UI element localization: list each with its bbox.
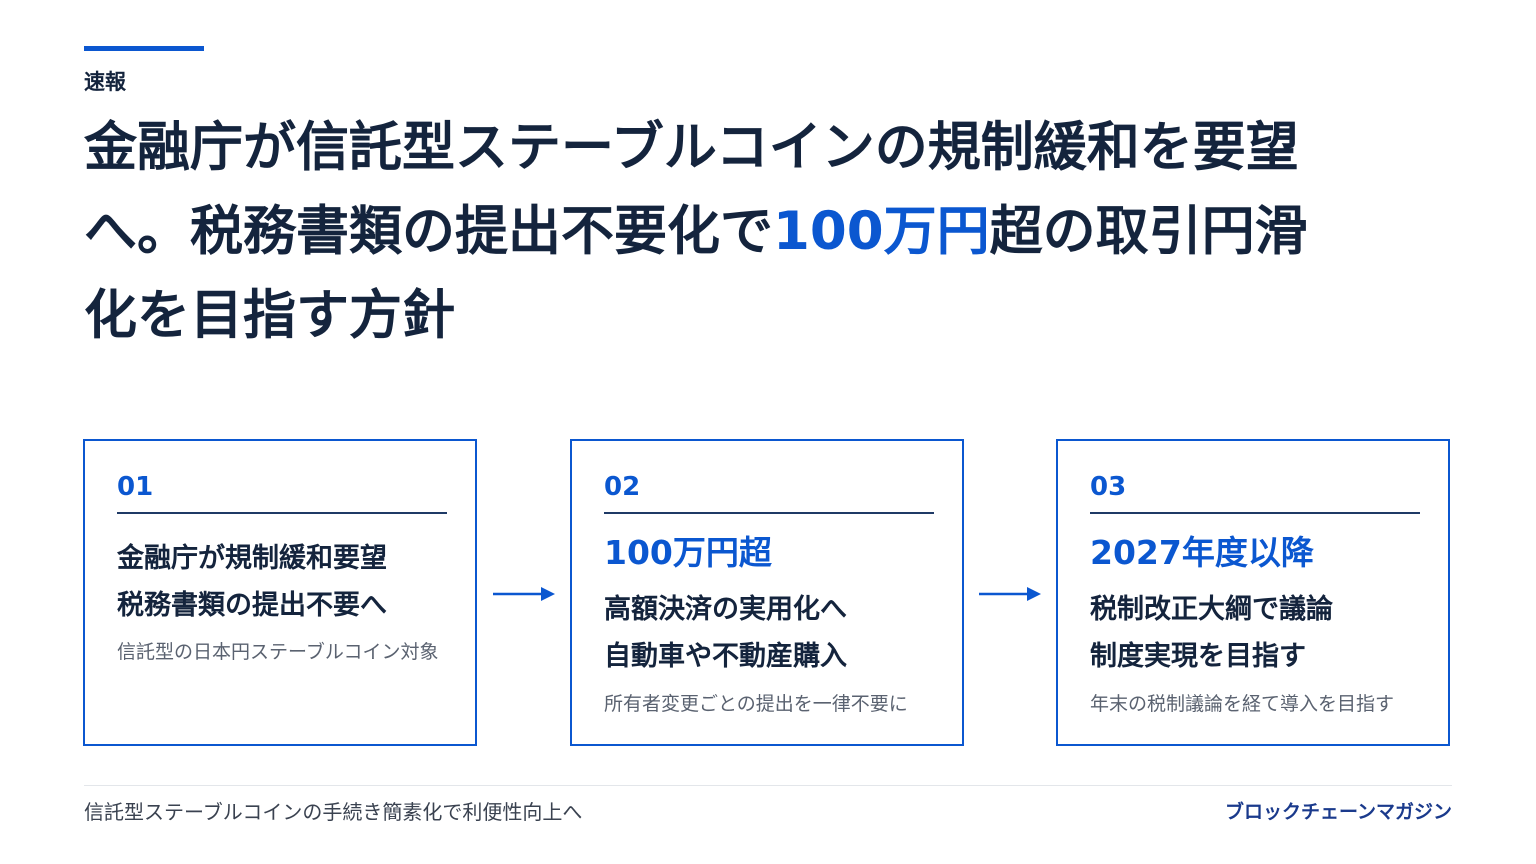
step-point: 税務書類の提出不要へ xyxy=(117,590,387,621)
step-highlight: 100万円超 xyxy=(604,533,772,572)
footer-divider xyxy=(84,785,1452,786)
step-number: 01 xyxy=(117,472,154,502)
headline: 金融庁が信託型ステーブルコインの規制緩和を要望へ。税務書類の提出不要化で100万… xyxy=(84,106,1344,358)
step-point: 自動車や不動産購入 xyxy=(604,641,847,672)
right-arrow-icon xyxy=(493,587,555,601)
step-point: 制度実現を目指す xyxy=(1090,641,1306,672)
card-divider xyxy=(604,512,934,514)
step-note: 所有者変更ごとの提出を一律不要に xyxy=(604,693,908,715)
step-point: 税制改正大綱で議論 xyxy=(1090,594,1333,625)
headline-text: 金融庁が信託型ステーブルコインの規制緩和を要望へ。税務書類の提出不要化で xyxy=(84,117,1299,262)
card-divider xyxy=(117,512,447,514)
step-point: 金融庁が規制緩和要望 xyxy=(117,543,387,574)
step-number: 02 xyxy=(604,472,641,502)
step-card-1: 01 金融庁が規制緩和要望 税務書類の提出不要へ 信託型の日本円ステーブルコイン… xyxy=(83,439,477,746)
step-point: 高額決済の実用化へ xyxy=(604,594,847,625)
card-divider xyxy=(1090,512,1420,514)
step-note: 信託型の日本円ステーブルコイン対象 xyxy=(117,641,439,663)
step-card-3: 03 2027年度以降 税制改正大綱で議論 制度実現を目指す 年末の税制議論を経… xyxy=(1056,439,1450,746)
footer-caption: 信託型ステーブルコインの手続き簡素化で利便性向上へ xyxy=(84,800,583,824)
headline-text-rest: 超の取引円滑化を目指す方針 xyxy=(84,201,1308,346)
step-number: 03 xyxy=(1090,472,1127,502)
step-points: 税制改正大綱で議論 制度実現を目指す xyxy=(1090,586,1333,680)
brand-name: ブロックチェーンマガジン xyxy=(1224,801,1452,823)
accent-bar xyxy=(84,46,204,51)
headline-highlight: 100万円 xyxy=(773,201,990,262)
right-arrow-icon xyxy=(979,587,1041,601)
step-points: 高額決済の実用化へ 自動車や不動産購入 xyxy=(604,586,847,680)
category-label: 速報 xyxy=(84,70,126,94)
step-highlight: 2027年度以降 xyxy=(1090,533,1314,572)
step-card-2: 02 100万円超 高額決済の実用化へ 自動車や不動産購入 所有者変更ごとの提出… xyxy=(570,439,964,746)
step-note: 年末の税制議論を経て導入を目指す xyxy=(1090,693,1395,715)
step-points: 金融庁が規制緩和要望 税務書類の提出不要へ xyxy=(117,535,387,629)
